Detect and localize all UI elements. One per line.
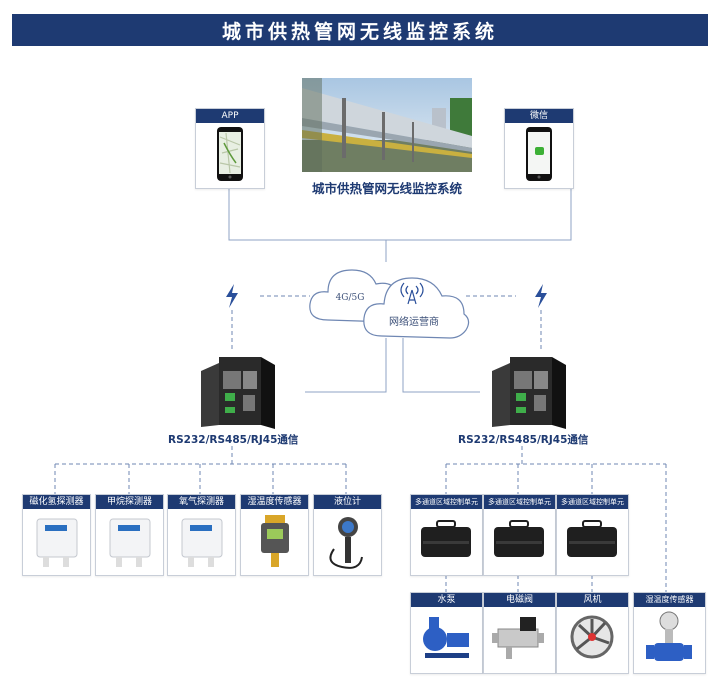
- cloud-operator-label: 网络运营商: [389, 315, 439, 328]
- pipeline-illustration: [302, 78, 472, 172]
- wechat-card: 微信: [504, 108, 574, 189]
- actuator-label: 电磁阀: [484, 593, 555, 607]
- unit-to-actuator-lines: [445, 575, 593, 592]
- sensor-card-humidity: 湿温度传感器: [240, 494, 309, 576]
- humidity-sensor-icon: [261, 515, 289, 567]
- control-unit-label: 多通道区域控制单元: [411, 495, 482, 509]
- toolcase-icon: [421, 520, 471, 557]
- toolcase-icon: [494, 520, 544, 557]
- sensor-card-h2s: 磁化氢探测器: [22, 494, 91, 576]
- page-title: 城市供热管网无线监控系统: [221, 20, 498, 43]
- sensor-label: 磁化氢探测器: [23, 495, 90, 509]
- control-unit-card-2: 多通道区域控制单元: [483, 494, 556, 576]
- flow-meter-icon: [646, 611, 692, 661]
- actuator-card-pump: 水泵: [410, 592, 483, 674]
- wechat-label: 微信: [505, 109, 573, 123]
- sensor-card-level: 液位计: [313, 494, 382, 576]
- actuator-label: 水泵: [411, 593, 482, 607]
- control-unit-card-1: 多通道区域控制单元: [410, 494, 483, 576]
- control-unit-label: 多通道区域控制单元: [557, 495, 628, 509]
- left-bus-branches: [54, 464, 347, 494]
- sensor-label: 甲烷探测器: [96, 495, 163, 509]
- client-link-line: [228, 187, 572, 241]
- title-banner: 城市供热管网无线监控系统: [12, 14, 708, 46]
- actuator-card-valve: 电磁阀: [483, 592, 556, 674]
- sensor-label: 液位计: [314, 495, 381, 509]
- left-wireless-icon: [226, 284, 238, 308]
- pipeline-photo: [302, 78, 472, 172]
- actuator-label: 风机: [557, 593, 628, 607]
- right-wireless-icon: [535, 284, 547, 308]
- right-gateway-link: [402, 338, 480, 393]
- left-comm-label: RS232/RS485/RJ45通信: [168, 434, 299, 446]
- level-gauge-icon: [329, 517, 363, 569]
- gas-detector-icon: [36, 518, 78, 567]
- left-gateway-link: [305, 338, 387, 393]
- sensor-card-methane: 甲烷探测器: [95, 494, 164, 576]
- sensor-label: 氧气探测器: [168, 495, 235, 509]
- control-unit-label: 多通道区域控制单元: [484, 495, 555, 509]
- actuator-card-humidity: 湿温度传感器: [633, 592, 706, 674]
- actuator-label: 湿温度传感器: [634, 593, 705, 607]
- app-label: APP: [196, 109, 264, 123]
- fan-icon: [570, 615, 614, 659]
- phone-wechat-icon: [526, 127, 552, 181]
- control-unit-card-3: 多通道区域控制单元: [556, 494, 629, 576]
- left-gateway-device: [201, 357, 275, 429]
- right-comm-label: RS232/RS485/RJ45通信: [458, 434, 589, 446]
- app-card: APP: [195, 108, 265, 189]
- sensor-card-oxygen: 氧气探测器: [167, 494, 236, 576]
- actuator-card-fan: 风机: [556, 592, 629, 674]
- network-clouds: 4G/5G 网络运营商: [309, 269, 470, 339]
- pump-icon: [423, 617, 469, 658]
- phone-map-icon: [217, 127, 243, 181]
- toolcase-icon: [567, 520, 617, 557]
- right-gateway-device: [492, 357, 566, 429]
- cloud-4g5g-label: 4G/5G: [336, 293, 365, 303]
- right-bus-branches: [445, 464, 667, 592]
- tower-icon: [400, 282, 424, 305]
- solenoid-valve-icon: [492, 617, 544, 659]
- system-caption: 城市供热管网无线监控系统: [311, 181, 462, 196]
- main-cloud-shape: [363, 277, 470, 339]
- gas-detector-icon: [181, 518, 223, 567]
- sensor-label: 湿温度传感器: [241, 495, 308, 509]
- gas-detector-icon: [109, 518, 151, 567]
